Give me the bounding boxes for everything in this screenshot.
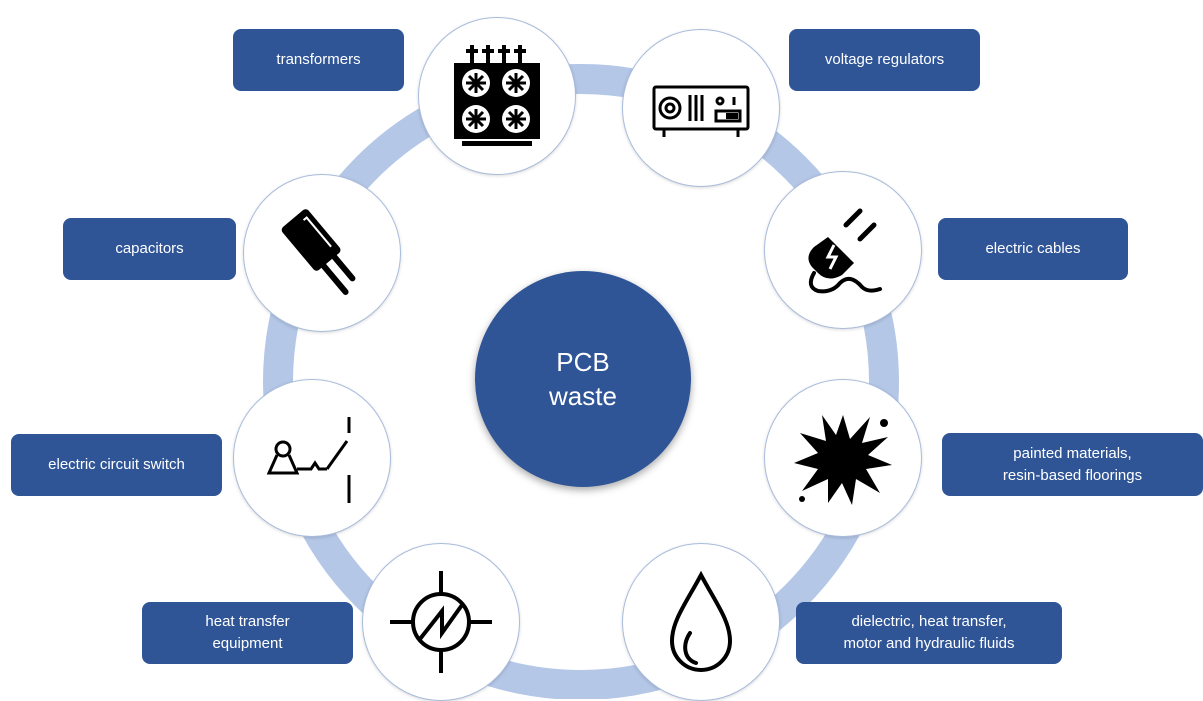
node-painted-materials [764,379,922,537]
center-title-line-2: waste [549,381,617,411]
node-voltage-regulators [622,29,780,187]
node-electric-circuit-switch [233,379,391,537]
label-capacitors-text: capacitors [115,240,184,257]
node-electric-cables [764,171,922,329]
label-electric-circuit-switch: electric circuit switch [11,434,222,496]
label-fluids: dielectric, heat transfer, motor and hyd… [796,602,1062,664]
voltage-regulator-icon [652,85,750,137]
electric-plug-icon [808,208,882,294]
label-painted-materials-line-2: resin-based floorings [1002,466,1143,484]
label-painted-materials: painted materials, resin-based floorings [942,433,1203,496]
label-painted-materials-line-1: painted materials, [1013,444,1132,462]
label-capacitors: capacitors [63,218,236,280]
node-transformers [418,17,576,175]
node-heat-transfer-equipment [362,543,520,701]
label-transformers: transformers [233,29,404,91]
capacitor-icon [281,209,356,295]
center-title-line-1: PCB [556,347,610,377]
heat-exchanger-icon [390,571,492,673]
label-electric-cables-text: electric cables [985,240,1081,257]
label-fluids-line-1: dielectric, heat transfer, [851,613,1007,630]
center-circle: PCB waste [475,271,691,487]
fluid-drop-icon [669,570,733,672]
label-voltage-regulators: voltage regulators [789,29,980,91]
label-heat-transfer-line-2: equipment [212,635,283,652]
paint-splash-icon [794,415,892,505]
label-electric-cables: electric cables [938,218,1128,280]
label-heat-transfer-line-1: heat transfer [205,613,290,630]
circuit-switch-icon [266,417,351,503]
label-fluids-line-2: motor and hydraulic fluids [843,635,1015,652]
label-transformers-text: transformers [276,51,361,68]
node-capacitors [243,174,401,332]
label-heat-transfer-equipment: heat transfer equipment [142,602,353,664]
label-voltage-regulators-text: voltage regulators [824,51,945,68]
label-electric-circuit-switch-text: electric circuit switch [48,456,185,473]
transformer-icon [454,45,540,146]
node-fluids [622,543,780,701]
